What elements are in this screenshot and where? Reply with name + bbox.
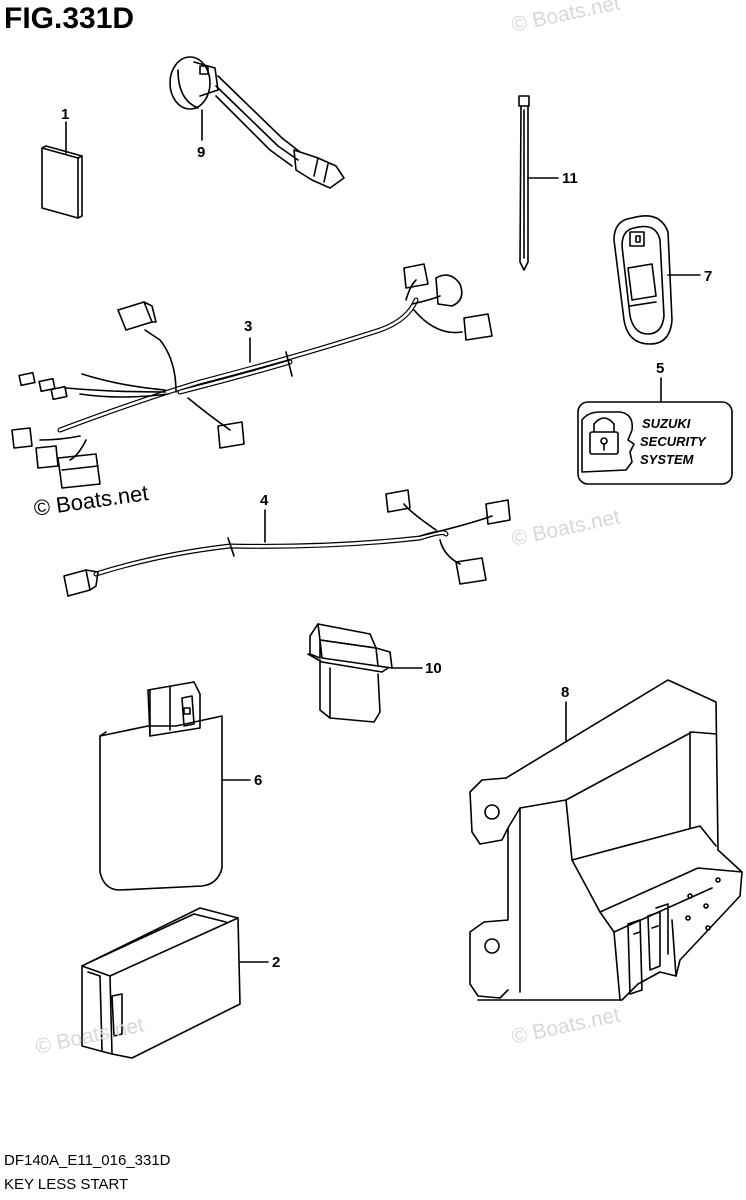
footer-figure-name: KEY LESS START xyxy=(4,1176,129,1193)
label-decal-text: SUZUKI SECURITY SYSTEM xyxy=(640,416,707,467)
part-2-holder xyxy=(81,907,241,1059)
footer-figure-code: DF140A_E11_016_331D xyxy=(4,1152,171,1169)
callout-4: 4 xyxy=(260,492,269,509)
callout-3: 3 xyxy=(244,318,253,335)
label-line-suzuki: SUZUKI xyxy=(642,416,691,431)
part-4-harness xyxy=(63,489,511,597)
part-11-cable-tie xyxy=(518,95,530,271)
callout-2: 2 xyxy=(272,954,281,971)
callout-11: 11 xyxy=(562,170,578,187)
part-6-module xyxy=(99,681,223,891)
callout-1: 1 xyxy=(61,106,70,123)
part-10-relay xyxy=(307,623,393,723)
part-8-bracket xyxy=(469,679,743,1001)
part-9-sensor xyxy=(169,56,345,189)
callout-7: 7 xyxy=(704,268,713,285)
callout-5: 5 xyxy=(656,360,665,377)
part-3-harness xyxy=(11,263,493,489)
callout-6: 6 xyxy=(254,772,263,789)
callout-8: 8 xyxy=(561,684,570,701)
part-5-label-decal xyxy=(577,401,733,485)
part-1-card xyxy=(41,145,83,219)
label-line-security: SECURITY xyxy=(640,434,707,449)
callout-10: 10 xyxy=(425,660,442,677)
callout-9: 9 xyxy=(197,144,206,161)
figure-title: FIG.331D xyxy=(4,2,135,35)
part-7-key-fob xyxy=(613,215,673,345)
label-line-system: SYSTEM xyxy=(640,452,695,467)
